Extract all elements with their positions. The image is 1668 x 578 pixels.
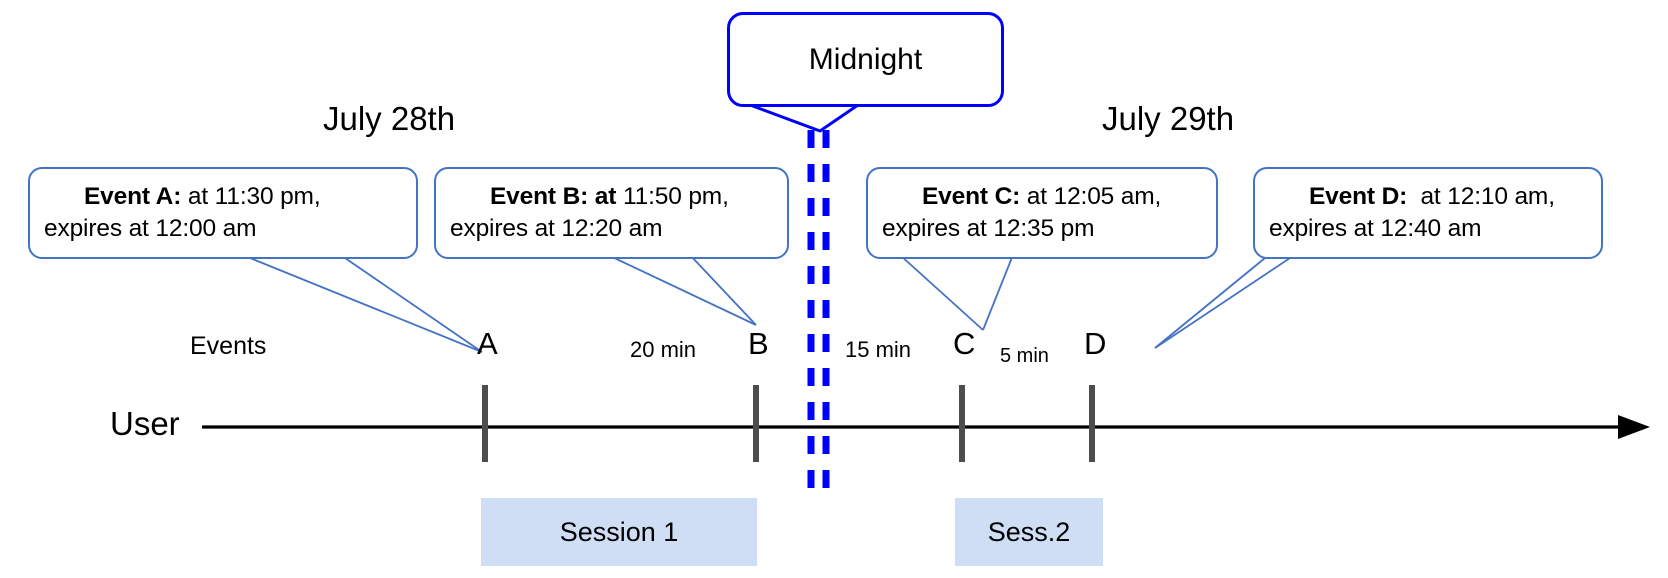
event-mark-d: D: [1084, 326, 1107, 361]
callout-event-a-text: Event A: at 11:30 pm, expires at 12:00 a…: [44, 149, 321, 276]
callout-event-b: Event B: at 11:50 pm, expires at 12:20 a…: [434, 167, 789, 259]
leader-line-event-a: [249, 257, 483, 353]
session-block-2: Sess.2: [955, 498, 1103, 566]
interval-label-c-d: 5 min: [1000, 345, 1049, 367]
midnight-divider-line: [807, 130, 830, 502]
session-block-1-label: Session 1: [559, 516, 679, 547]
callout-event-a-rest: at 11:30 pm, expires at 12:00 am: [44, 183, 321, 242]
callout-event-d-bold: Event D:: [1308, 183, 1408, 211]
timeline-axis: [202, 415, 1650, 439]
event-mark-b: B: [748, 326, 769, 361]
callout-event-b-rest: 11:50 pm, expires at 12:20 am: [450, 183, 729, 242]
events-row-label: Events: [190, 332, 267, 360]
date-label-july-28: July 28th: [323, 100, 456, 137]
leader-line-event-b: [607, 254, 757, 326]
event-mark-c: C: [953, 326, 976, 361]
midnight-callout-tail: [749, 103, 859, 133]
callout-event-c: Event C: at 12:05 am, expires at 12:35 p…: [866, 167, 1218, 259]
midnight-callout: Midnight: [727, 12, 1004, 107]
user-axis-label: User: [110, 405, 180, 442]
event-tick-marks: [482, 385, 1095, 462]
callout-event-a-bold: Event A:: [83, 183, 182, 211]
interval-label-a-b: 20 min: [630, 337, 697, 362]
leader-line-event-c: [899, 254, 1014, 331]
event-mark-a: A: [477, 326, 498, 361]
callout-event-a: Event A: at 11:30 pm, expires at 12:00 a…: [28, 167, 418, 259]
session-block-1: Session 1: [481, 498, 757, 566]
callout-event-d: Event D: at 12:10 am, expires at 12:40 a…: [1253, 167, 1603, 259]
session-block-2-label: Sess.2: [987, 516, 1071, 547]
midnight-label: Midnight: [808, 42, 923, 76]
interval-label-b-c: 15 min: [845, 337, 912, 362]
callout-event-c-rest: at 12:05 am, expires at 12:35 pm: [882, 183, 1162, 242]
callout-event-c-bold: Event C:: [921, 183, 1021, 211]
callout-event-c-text: Event C: at 12:05 am, expires at 12:35 p…: [882, 149, 1161, 276]
callout-event-d-rest: at 12:10 am, expires at 12:40 am: [1269, 183, 1555, 242]
date-label-july-29: July 29th: [1102, 100, 1235, 137]
callout-event-b-bold: Event B: at: [489, 183, 617, 211]
callout-event-d-text: Event D: at 12:10 am, expires at 12:40 a…: [1269, 149, 1555, 276]
callout-event-b-text: Event B: at 11:50 pm, expires at 12:20 a…: [450, 149, 729, 276]
leader-line-event-d: [1154, 257, 1291, 349]
